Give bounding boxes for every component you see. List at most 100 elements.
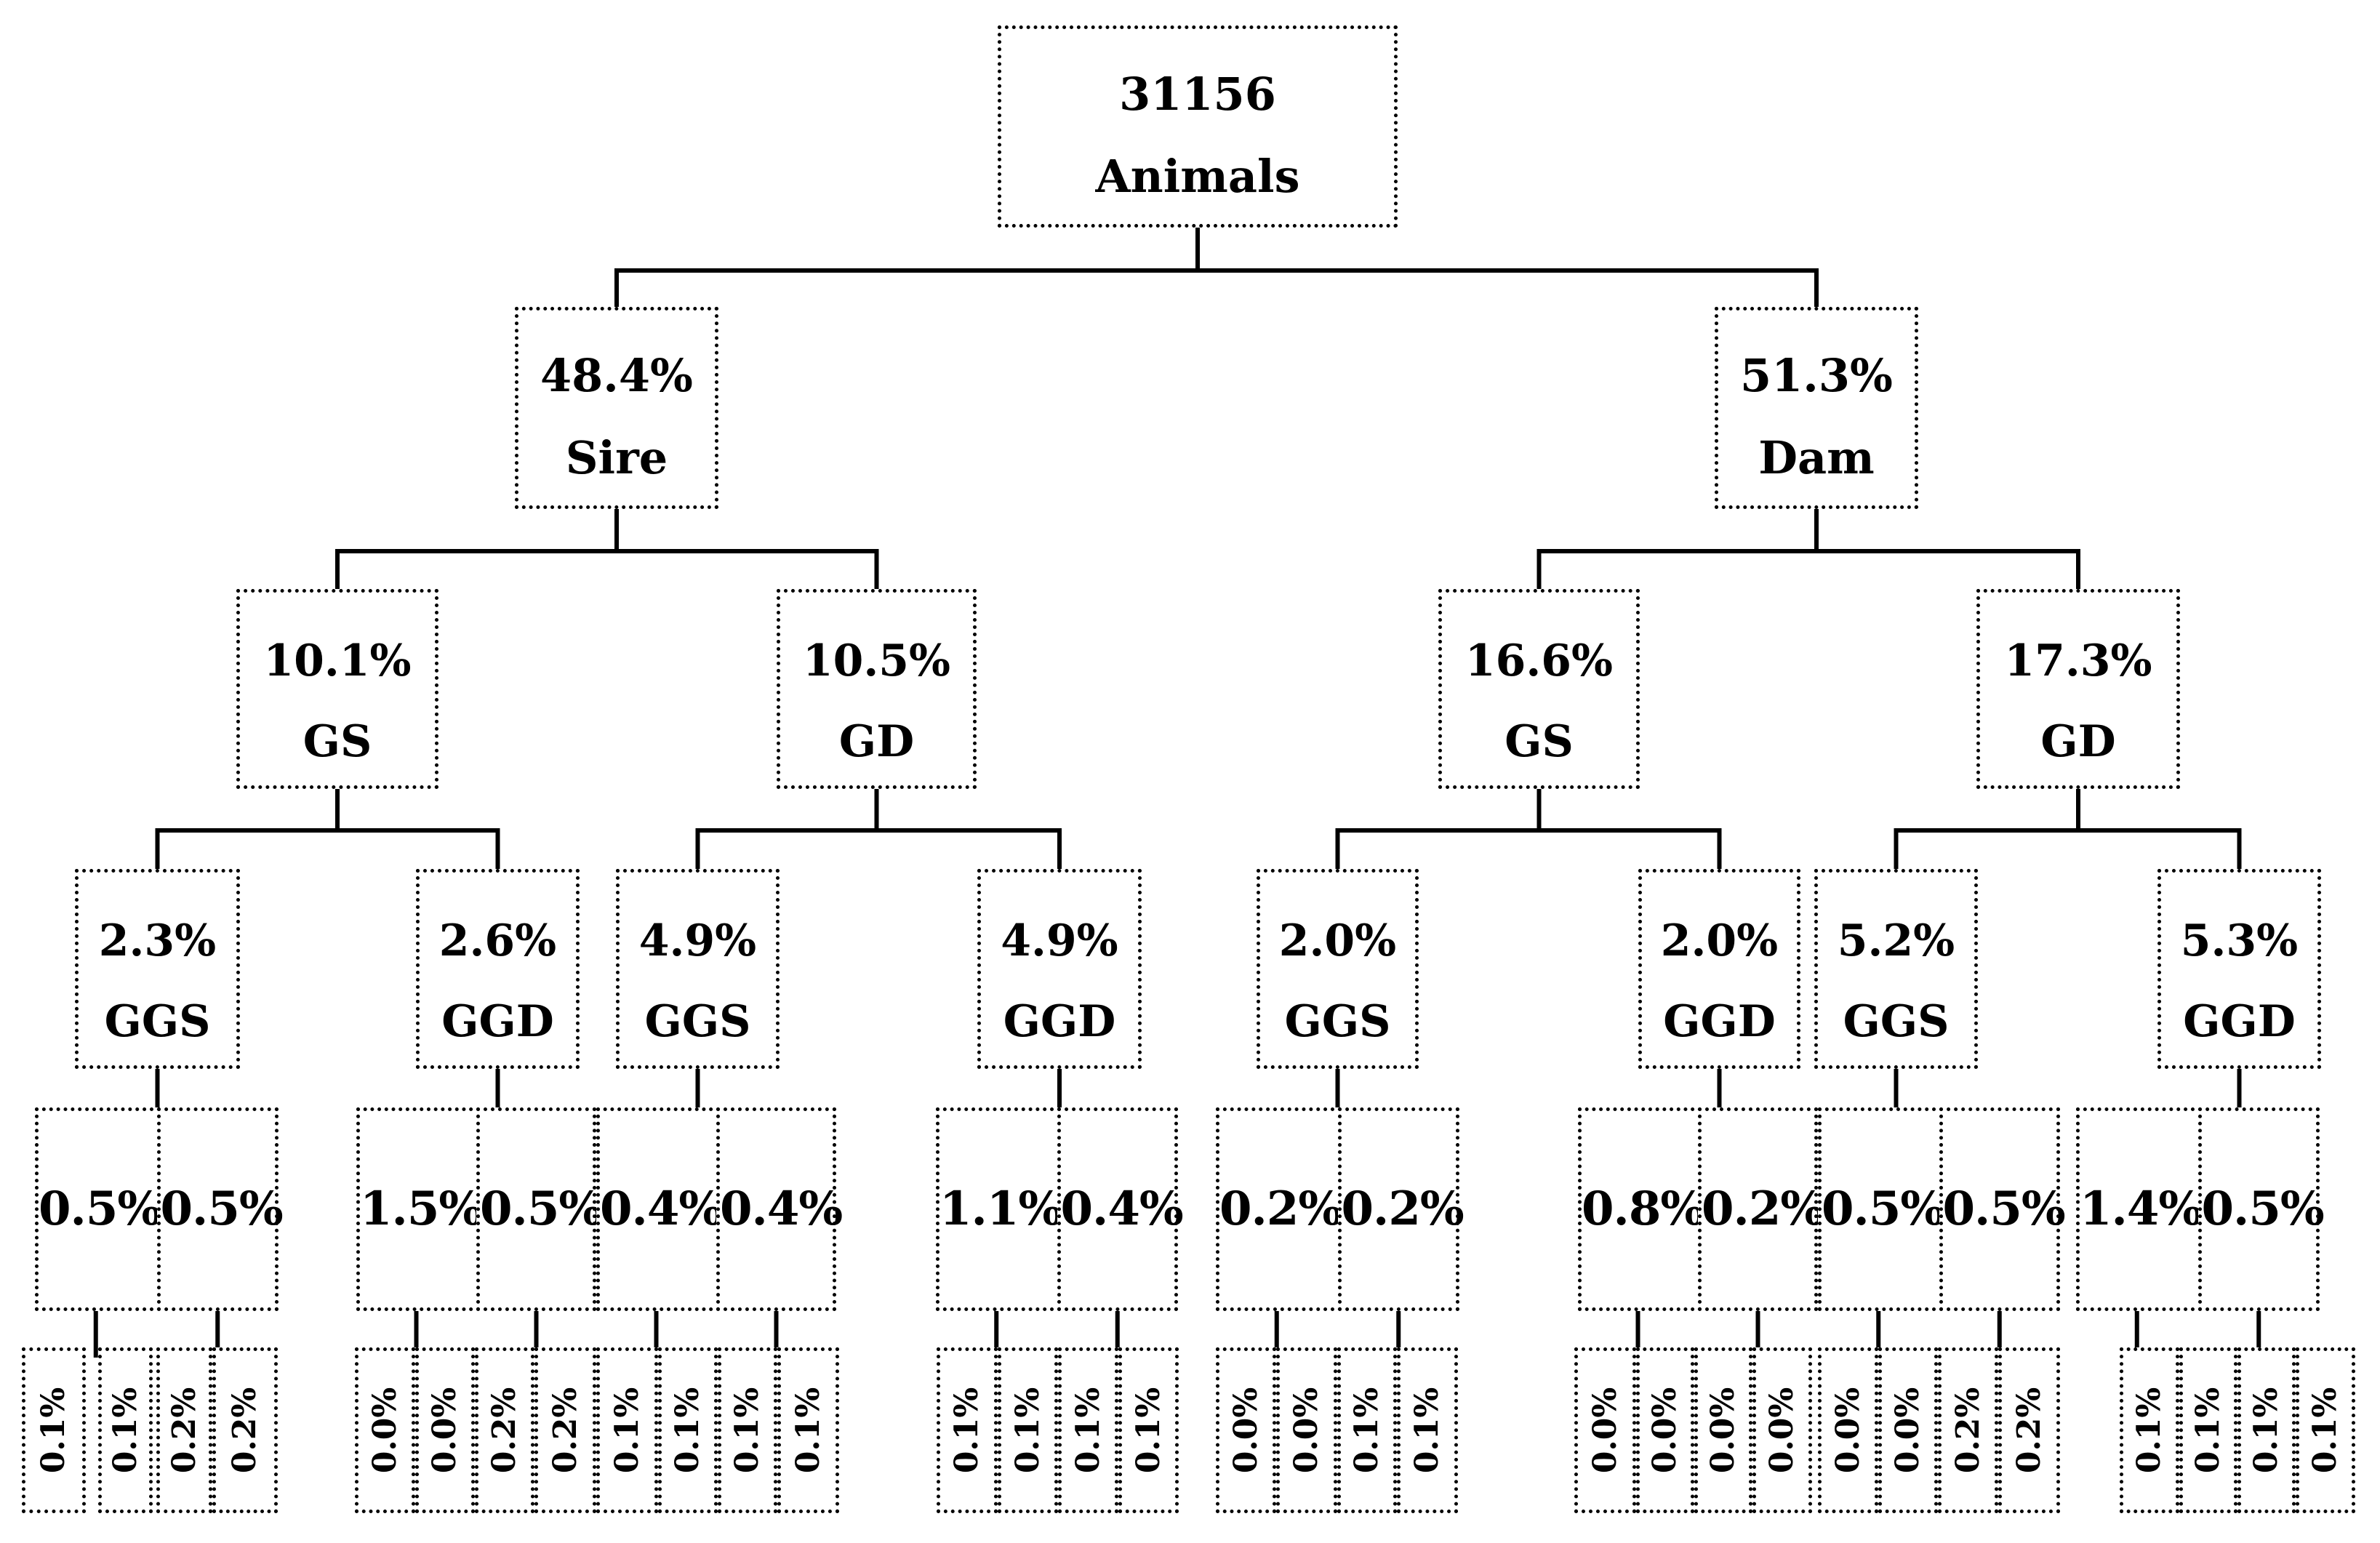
gggp-node: 0.5% xyxy=(1818,1107,1944,1311)
ggggp-node: 0.1% xyxy=(777,1347,839,1513)
node-value: 2.3% xyxy=(98,915,217,966)
gd-node: 10.5%GD xyxy=(777,589,977,789)
node-label: GGS xyxy=(644,995,751,1047)
ggggp-node: 0.0% xyxy=(1216,1347,1276,1513)
node-value: 0.5% xyxy=(39,1182,161,1236)
ggggp-node: 0.2% xyxy=(534,1347,596,1513)
ggggp-node: 0.2% xyxy=(1998,1347,2060,1513)
node-value: 0.2% xyxy=(546,1387,584,1474)
node-value: 2.6% xyxy=(438,915,557,966)
gggp-node: 0.5% xyxy=(156,1107,284,1311)
gggp-node: 0.8% xyxy=(1578,1107,1704,1311)
gggp-node: 0.5% xyxy=(1939,1107,2066,1311)
ggggp-node: 0.1% xyxy=(2179,1347,2237,1513)
node-label: Animals xyxy=(1095,149,1300,203)
node-value: 0.1% xyxy=(1069,1387,1107,1474)
node-value: 4.9% xyxy=(1001,915,1118,966)
ggggp-node: 0.1% xyxy=(1397,1347,1458,1513)
ggggp-node: 0.1% xyxy=(2120,1347,2179,1513)
ggggp-node: 0.0% xyxy=(1752,1347,1812,1513)
ggd-node: 4.9% GGD xyxy=(977,869,1142,1069)
node-value: 0.1% xyxy=(1129,1387,1167,1474)
node-value: 0.1% xyxy=(789,1387,827,1474)
gggp-node: 1.5% xyxy=(356,1107,483,1311)
node-value: 5.2% xyxy=(1837,915,1955,966)
dam-node: 51.3%Dam xyxy=(1715,307,1918,509)
ggs-node: 2.3%GGS xyxy=(75,869,240,1069)
node-value: 0.1% xyxy=(2248,1387,2285,1474)
ggggp-node: 0.1% xyxy=(22,1347,86,1513)
node-value: 1.4% xyxy=(2080,1182,2203,1236)
node-value: 1.1% xyxy=(939,1182,1062,1236)
node-value: 0.0% xyxy=(1763,1387,1800,1474)
node-value: 0.5% xyxy=(480,1182,603,1236)
gs-node: 10.1%GS xyxy=(236,589,438,789)
ggs-node: 5.2% GGS xyxy=(1814,869,1978,1069)
ggggp-node: 0.1% xyxy=(937,1347,998,1513)
gggp-node: 1.1% xyxy=(936,1107,1062,1311)
node-value: 0.4% xyxy=(600,1182,723,1236)
node-value: 0.1% xyxy=(1409,1387,1446,1474)
gggp-node: 0.4% xyxy=(716,1107,843,1311)
node-value: 0.2% xyxy=(165,1387,203,1474)
node-value: 0.1% xyxy=(35,1387,72,1474)
node-value: 0.1% xyxy=(1348,1387,1385,1474)
node-value: 1.5% xyxy=(360,1182,483,1236)
node-value: 0.0% xyxy=(1646,1387,1683,1474)
gd-node: 17.3%GD xyxy=(1976,589,2180,789)
gggp-node: 0.5% xyxy=(2197,1107,2325,1311)
node-label: GS xyxy=(1504,716,1574,767)
node-value: 0.1% xyxy=(106,1387,144,1474)
node-label: GGD xyxy=(2183,995,2296,1047)
ggs-node: 4.9%GGS xyxy=(616,869,780,1069)
node-value: 5.3% xyxy=(2180,915,2299,966)
node-value: 0.1% xyxy=(948,1387,985,1474)
node-label: GGD xyxy=(1003,995,1116,1047)
gggp-node: 0.5% xyxy=(476,1107,603,1311)
node-value: 0.1% xyxy=(608,1387,646,1474)
node-value: 17.3% xyxy=(2004,635,2152,686)
node-value: 10.1% xyxy=(263,635,412,686)
node-value: 2.0% xyxy=(1660,915,1779,966)
node-value: 0.0% xyxy=(1227,1387,1265,1474)
node-value: 0.0% xyxy=(1889,1387,1926,1474)
ggggp-node: 0.1% xyxy=(1337,1347,1397,1513)
gggp-node: 1.4% xyxy=(2076,1107,2203,1311)
ggs-node: 2.0% GGS xyxy=(1257,869,1419,1069)
gs-node: 16.6%GS xyxy=(1438,589,1640,789)
ggggp-node: 0.1% xyxy=(998,1347,1058,1513)
node-label: Sire xyxy=(565,430,668,484)
ggggp-node: 0.0% xyxy=(355,1347,415,1513)
node-value: 0.0% xyxy=(366,1387,404,1474)
node-value: 0.1% xyxy=(2131,1387,2168,1474)
ggggp-node: 0.0% xyxy=(1878,1347,1938,1513)
node-label: GGS xyxy=(1843,995,1950,1047)
node-value: 0.0% xyxy=(426,1387,463,1474)
ggd-node: 5.3% GGD xyxy=(2157,869,2321,1069)
node-value: 0.0% xyxy=(1288,1387,1325,1474)
ggd-node: 2.6%GGD xyxy=(416,869,580,1069)
ggggp-node: 0.0% xyxy=(1276,1347,1337,1513)
node-value: 0.5% xyxy=(160,1182,284,1236)
sire-node: 48.4%Sire xyxy=(515,307,718,509)
node-label: GGD xyxy=(1663,995,1776,1047)
node-label: GGS xyxy=(1284,995,1391,1047)
ggggp-node: 0.1% xyxy=(596,1347,658,1513)
node-value: 0.2% xyxy=(1219,1182,1342,1236)
gggp-node: 0.4% xyxy=(1057,1107,1184,1311)
ggggp-node: 0.0% xyxy=(1574,1347,1636,1513)
gggp-node: 0.2% xyxy=(1216,1107,1342,1311)
node-value: 0.4% xyxy=(1060,1182,1184,1236)
ggggp-node: 0.0% xyxy=(1636,1347,1694,1513)
gggp-node: 0.2% xyxy=(1337,1107,1465,1311)
node-value: 2.0% xyxy=(1278,915,1397,966)
node-value: 0.2% xyxy=(1702,1182,1824,1236)
node-value: 0.1% xyxy=(729,1387,766,1474)
node-value: 0.0% xyxy=(1586,1387,1624,1474)
node-value: 0.1% xyxy=(2189,1387,2227,1474)
ggggp-node: 0.2% xyxy=(475,1347,534,1513)
ggggp-node: 0.0% xyxy=(1818,1347,1878,1513)
ggggp-node: 0.1% xyxy=(98,1347,153,1513)
node-value: 0.5% xyxy=(1822,1182,1944,1236)
ggggp-node: 0.2% xyxy=(1938,1347,1998,1513)
